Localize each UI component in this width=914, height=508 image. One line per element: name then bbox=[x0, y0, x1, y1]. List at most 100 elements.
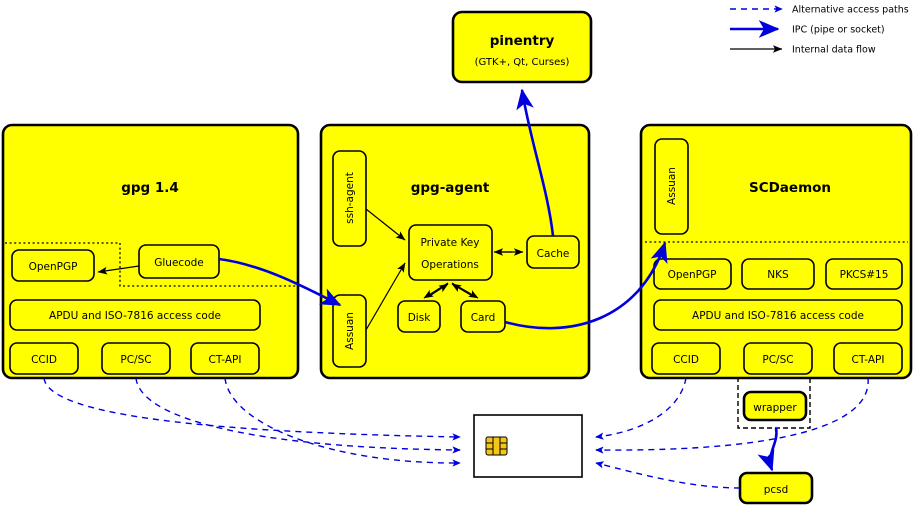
scdaemon-title: SCDaemon bbox=[749, 180, 831, 196]
private-key-ops-box[interactable] bbox=[408, 224, 493, 281]
node-pcsd[interactable]: pcsd bbox=[738, 471, 814, 505]
node-gpg[interactable]: gpg 1.4 OpenPGP Gluecode APDU and ISO-78… bbox=[1, 123, 300, 380]
card-label: Card bbox=[471, 312, 496, 324]
ipc-wrapper-to-pcsd bbox=[757, 427, 778, 472]
scdaemon-reader-ctapi[interactable]: CT-API bbox=[833, 342, 903, 375]
gpg-reader-ccid[interactable]: CCID bbox=[9, 342, 79, 375]
scdaemon-assuan[interactable]: Assuan bbox=[654, 138, 689, 235]
gpg-gluecode-box[interactable] bbox=[138, 244, 220, 279]
gpg-agent-disk[interactable]: Disk bbox=[397, 300, 441, 333]
gpg-ccid-label: CCID bbox=[31, 354, 57, 366]
scdaemon-pkcs15-label: PKCS#15 bbox=[840, 269, 889, 281]
legend-item-ipc: IPC (pipe or socket) bbox=[730, 20, 885, 38]
altpath-gpg-ccid-to-card bbox=[43, 377, 461, 441]
scdaemon-nks-box[interactable] bbox=[741, 258, 815, 290]
gpg-agent-card[interactable]: Card bbox=[460, 300, 506, 333]
ipc-gpg-agent-card-to-scdaemon-assuan bbox=[504, 241, 668, 330]
gpg-openpgp-label: OpenPGP bbox=[29, 261, 78, 273]
scdaemon-app-openpgp[interactable]: OpenPGP bbox=[653, 258, 732, 290]
gpg-ccid-box[interactable] bbox=[9, 342, 79, 375]
arrow-disk-to-pkops bbox=[427, 283, 449, 298]
gpg-agent-title: gpg-agent bbox=[411, 180, 490, 196]
scdaemon-pkcs15-box[interactable] bbox=[825, 258, 903, 290]
gpg-agent-assuan-box[interactable] bbox=[332, 294, 367, 368]
gpg-apdu-label: APDU and ISO-7816 access code bbox=[49, 310, 221, 322]
node-scdaemon[interactable]: SCDaemon Assuan OpenPGP NKS PKCS#15 APDU… bbox=[639, 123, 913, 380]
scdaemon-ctapi-label: CT-API bbox=[852, 354, 885, 366]
scdaemon-ccid-box[interactable] bbox=[651, 342, 721, 375]
ipc-connections bbox=[218, 88, 778, 472]
gpg-ctapi-box[interactable] bbox=[190, 342, 260, 375]
gpg-reader-ctapi[interactable]: CT-API bbox=[190, 342, 260, 375]
gpg-agent-assuan-label: Assuan bbox=[344, 312, 356, 350]
pcsd-label: pcsd bbox=[764, 484, 789, 496]
gpg-openpgp[interactable]: OpenPGP bbox=[11, 249, 95, 282]
scdaemon-pcsc-box[interactable] bbox=[743, 342, 813, 375]
ssh-agent-label: ssh-agent bbox=[344, 172, 356, 224]
scdaemon-apdu-label: APDU and ISO-7816 access code bbox=[692, 310, 864, 322]
legend-label-ipc: IPC (pipe or socket) bbox=[792, 25, 885, 36]
alternative-access-paths bbox=[43, 377, 869, 489]
ipc-gpg-to-gpg-agent-assuan bbox=[218, 257, 342, 307]
gpg-agent-ssh-agent[interactable]: ssh-agent bbox=[332, 150, 367, 247]
gpg-title: gpg 1.4 bbox=[121, 180, 179, 196]
pinentry-box[interactable] bbox=[451, 10, 593, 84]
arrow-ssh-agent-to-pkops bbox=[365, 208, 406, 241]
node-wrapper[interactable]: wrapper bbox=[737, 377, 811, 429]
private-key-ops-label-line1: Private Key bbox=[421, 237, 480, 249]
scdaemon-app-nks[interactable]: NKS bbox=[741, 258, 815, 290]
gpg-openpgp-box[interactable] bbox=[11, 249, 95, 282]
scdaemon-ccid-label: CCID bbox=[673, 354, 699, 366]
scdaemon-ctapi-box[interactable] bbox=[833, 342, 903, 375]
gpg-apdu[interactable]: APDU and ISO-7816 access code bbox=[9, 299, 261, 331]
gpg-agent-cache[interactable]: Cache bbox=[526, 235, 580, 269]
pinentry-subtitle: (GTK+, Qt, Curses) bbox=[475, 57, 570, 68]
scdaemon-openpgp-box[interactable] bbox=[653, 258, 732, 290]
gpg-reader-pcsc[interactable]: PC/SC bbox=[101, 342, 171, 375]
node-gpg-agent[interactable]: gpg-agent ssh-agent Assuan Private Key O… bbox=[319, 123, 591, 380]
gpg-agent-assuan[interactable]: Assuan bbox=[332, 294, 367, 368]
scdaemon-openpgp-label: OpenPGP bbox=[668, 269, 717, 281]
legend-label-internal-flow: Internal data flow bbox=[792, 45, 876, 56]
gpg-pcsc-label: PC/SC bbox=[120, 354, 151, 366]
wrapper-label: wrapper bbox=[753, 402, 797, 414]
gpg-gluecode-label: Gluecode bbox=[154, 257, 204, 269]
ssh-agent-box[interactable] bbox=[332, 150, 367, 247]
wrapper-dashed-region bbox=[737, 377, 811, 429]
smartcard-chip-icon bbox=[485, 436, 508, 456]
disk-box[interactable] bbox=[397, 300, 441, 333]
scdaemon-assuan-label: Assuan bbox=[666, 167, 678, 205]
node-smartcard[interactable] bbox=[473, 414, 583, 478]
arrow-card-to-pkops bbox=[451, 283, 475, 298]
altpath-gpg-ctapi-to-card bbox=[224, 377, 461, 467]
legend-item-internal-flow: Internal data flow bbox=[730, 45, 876, 56]
scdaemon-pcsc-label: PC/SC bbox=[762, 354, 793, 366]
scdaemon-nks-label: NKS bbox=[767, 269, 789, 281]
wrapper-box[interactable] bbox=[742, 390, 808, 422]
scdaemon-apdu-box[interactable] bbox=[653, 299, 903, 331]
node-pinentry[interactable]: pinentry (GTK+, Qt, Curses) bbox=[451, 10, 593, 84]
scdaemon-reader-ccid[interactable]: CCID bbox=[651, 342, 721, 375]
legend-item-alt-path: Alternative access paths bbox=[730, 5, 909, 16]
gpg-agent-private-key-ops[interactable]: Private Key Operations bbox=[408, 224, 493, 281]
private-key-ops-label-line2: Operations bbox=[421, 259, 479, 271]
arrow-gluecode-to-openpgp bbox=[97, 265, 140, 275]
gpg-apdu-box[interactable] bbox=[9, 299, 261, 331]
altpath-gpg-pcsc-to-card bbox=[135, 377, 461, 454]
legend-label-alt-path: Alternative access paths bbox=[792, 5, 909, 16]
scdaemon-app-pkcs15[interactable]: PKCS#15 bbox=[825, 258, 903, 290]
pinentry-title: pinentry bbox=[490, 33, 555, 49]
arrow-assuan-to-pkops bbox=[365, 262, 406, 331]
scdaemon-apdu[interactable]: APDU and ISO-7816 access code bbox=[653, 299, 903, 331]
ipc-gpg-agent-to-pinentry bbox=[516, 88, 555, 237]
gpg-pcsc-box[interactable] bbox=[101, 342, 171, 375]
cache-label: Cache bbox=[537, 248, 570, 260]
card-box[interactable] bbox=[460, 300, 506, 333]
altpath-scdaemon-ccid-to-card bbox=[595, 377, 687, 440]
scdaemon-assuan-box[interactable] bbox=[654, 138, 689, 235]
scdaemon-reader-pcsc[interactable]: PC/SC bbox=[743, 342, 813, 375]
gpg-gluecode[interactable]: Gluecode bbox=[138, 244, 220, 279]
gpg-ctapi-label: CT-API bbox=[209, 354, 242, 366]
